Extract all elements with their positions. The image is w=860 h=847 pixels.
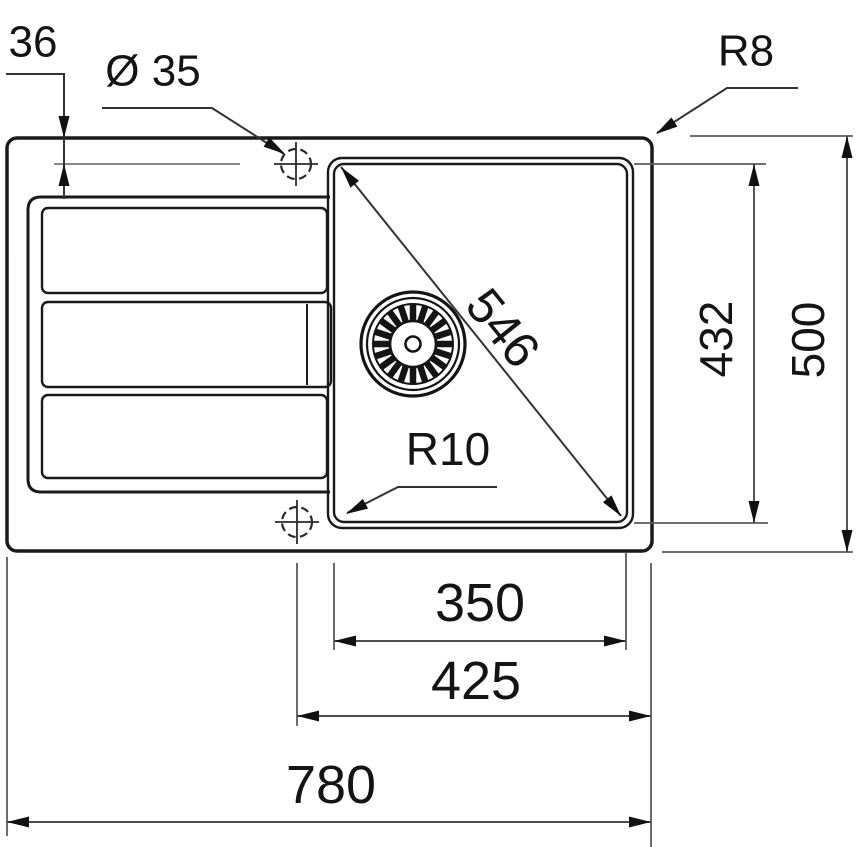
drainboard-panel-2 (40, 300, 333, 389)
arrow-425-left (297, 710, 319, 722)
drain-outer-ring (359, 290, 467, 398)
dim-bowl-width-label: 350 (435, 573, 525, 633)
arrow-780-right (629, 816, 651, 828)
tap-hole-bottom (275, 500, 319, 544)
arrow-500-top (841, 136, 853, 158)
leader-36 (6, 73, 65, 199)
dim-bowl-diagonal-label: 546 (455, 278, 551, 378)
arrow-36-up (58, 164, 70, 186)
drain-ring-2 (365, 296, 461, 392)
arrow-500-bottom (841, 530, 853, 552)
drain-ring-3 (372, 303, 454, 385)
dimension-lines (7, 136, 848, 823)
dim-bowl-corner-radius-label: R10 (406, 423, 490, 475)
leader-dia35 (102, 107, 285, 155)
drain-center-hole (404, 335, 422, 353)
dim-overall-depth-label: 500 (782, 302, 834, 379)
arrowheads (7, 116, 853, 828)
bowl-outer-rim (326, 156, 635, 530)
drain-strainer (359, 290, 467, 398)
arrow-350-right (604, 635, 626, 647)
arrow-546-upleft (341, 167, 360, 188)
leader-546-diagonal (340, 166, 622, 517)
drainboard-panel-3 (40, 393, 329, 480)
leader-lines (6, 73, 798, 517)
extension-lines (6, 135, 853, 847)
leader-r10 (346, 486, 497, 514)
leader-r8 (656, 87, 798, 134)
arrow-dia35 (263, 137, 285, 154)
arrow-432-top (748, 164, 760, 186)
dim-overall-width-label: 780 (286, 755, 376, 815)
drain-ribs (373, 304, 453, 384)
arrow-432-bottom (748, 501, 760, 523)
dim-hole-to-right-edge-label: 425 (431, 651, 521, 711)
sink-outline-group (5, 136, 654, 553)
arrow-36-down (58, 116, 70, 138)
dim-hole-diameter-label: Ø 35 (105, 47, 200, 96)
sink-outer-rim (5, 136, 654, 553)
tap-hole-top (274, 142, 318, 186)
dim-bowl-length-label: 432 (690, 301, 742, 378)
dim-edge-to-hole-label: 36 (9, 18, 58, 67)
arrow-780-left (7, 816, 29, 828)
bowl-inner-edge (332, 162, 629, 524)
drainboard-panel-1 (40, 206, 329, 295)
drainboard-outline (26, 195, 330, 494)
arrow-r8 (656, 117, 678, 134)
arrow-425-right (629, 710, 651, 722)
drain-inner-ring (388, 319, 438, 369)
arrow-r10 (346, 498, 369, 514)
arrow-350-left (334, 635, 356, 647)
arrow-546-downright (602, 495, 621, 516)
dim-outer-corner-radius-label: R8 (718, 27, 774, 76)
